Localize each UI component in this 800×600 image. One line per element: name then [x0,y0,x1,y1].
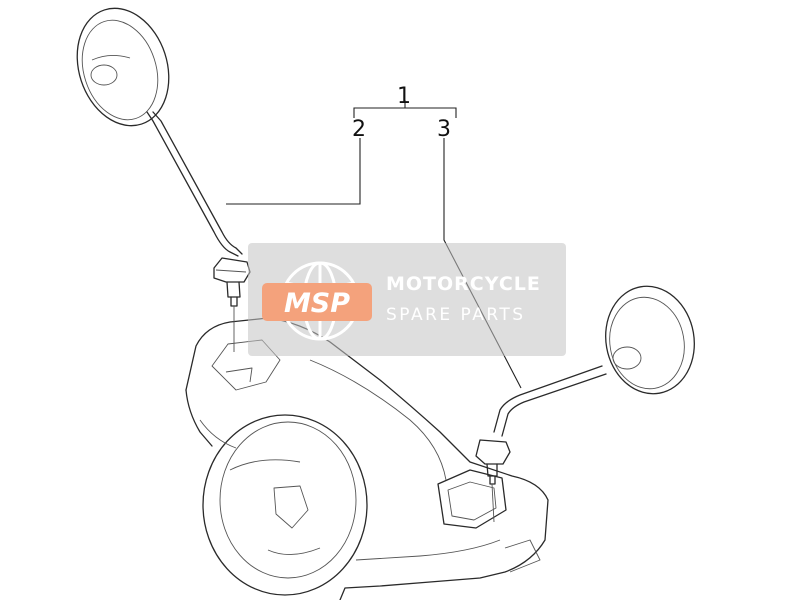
msp-globe-logo: MSP [262,261,372,341]
watermark: MSP MOTORCYCLE SPARE PARTS [248,243,566,356]
leader-left-mirror [226,138,361,205]
watermark-subtitle: SPARE PARTS [386,305,526,325]
right-mirror [475,285,695,485]
handlebar-cover [185,306,549,600]
watermark-title: MOTORCYCLE [386,273,541,295]
callout-assembly: 1 [397,84,411,109]
leader-lines [226,100,522,389]
left-mirror [76,7,251,307]
watermark-logo-text: MSP [284,288,350,319]
callout-right-mirror: 3 [437,117,451,142]
callout-left-mirror: 2 [352,117,366,142]
